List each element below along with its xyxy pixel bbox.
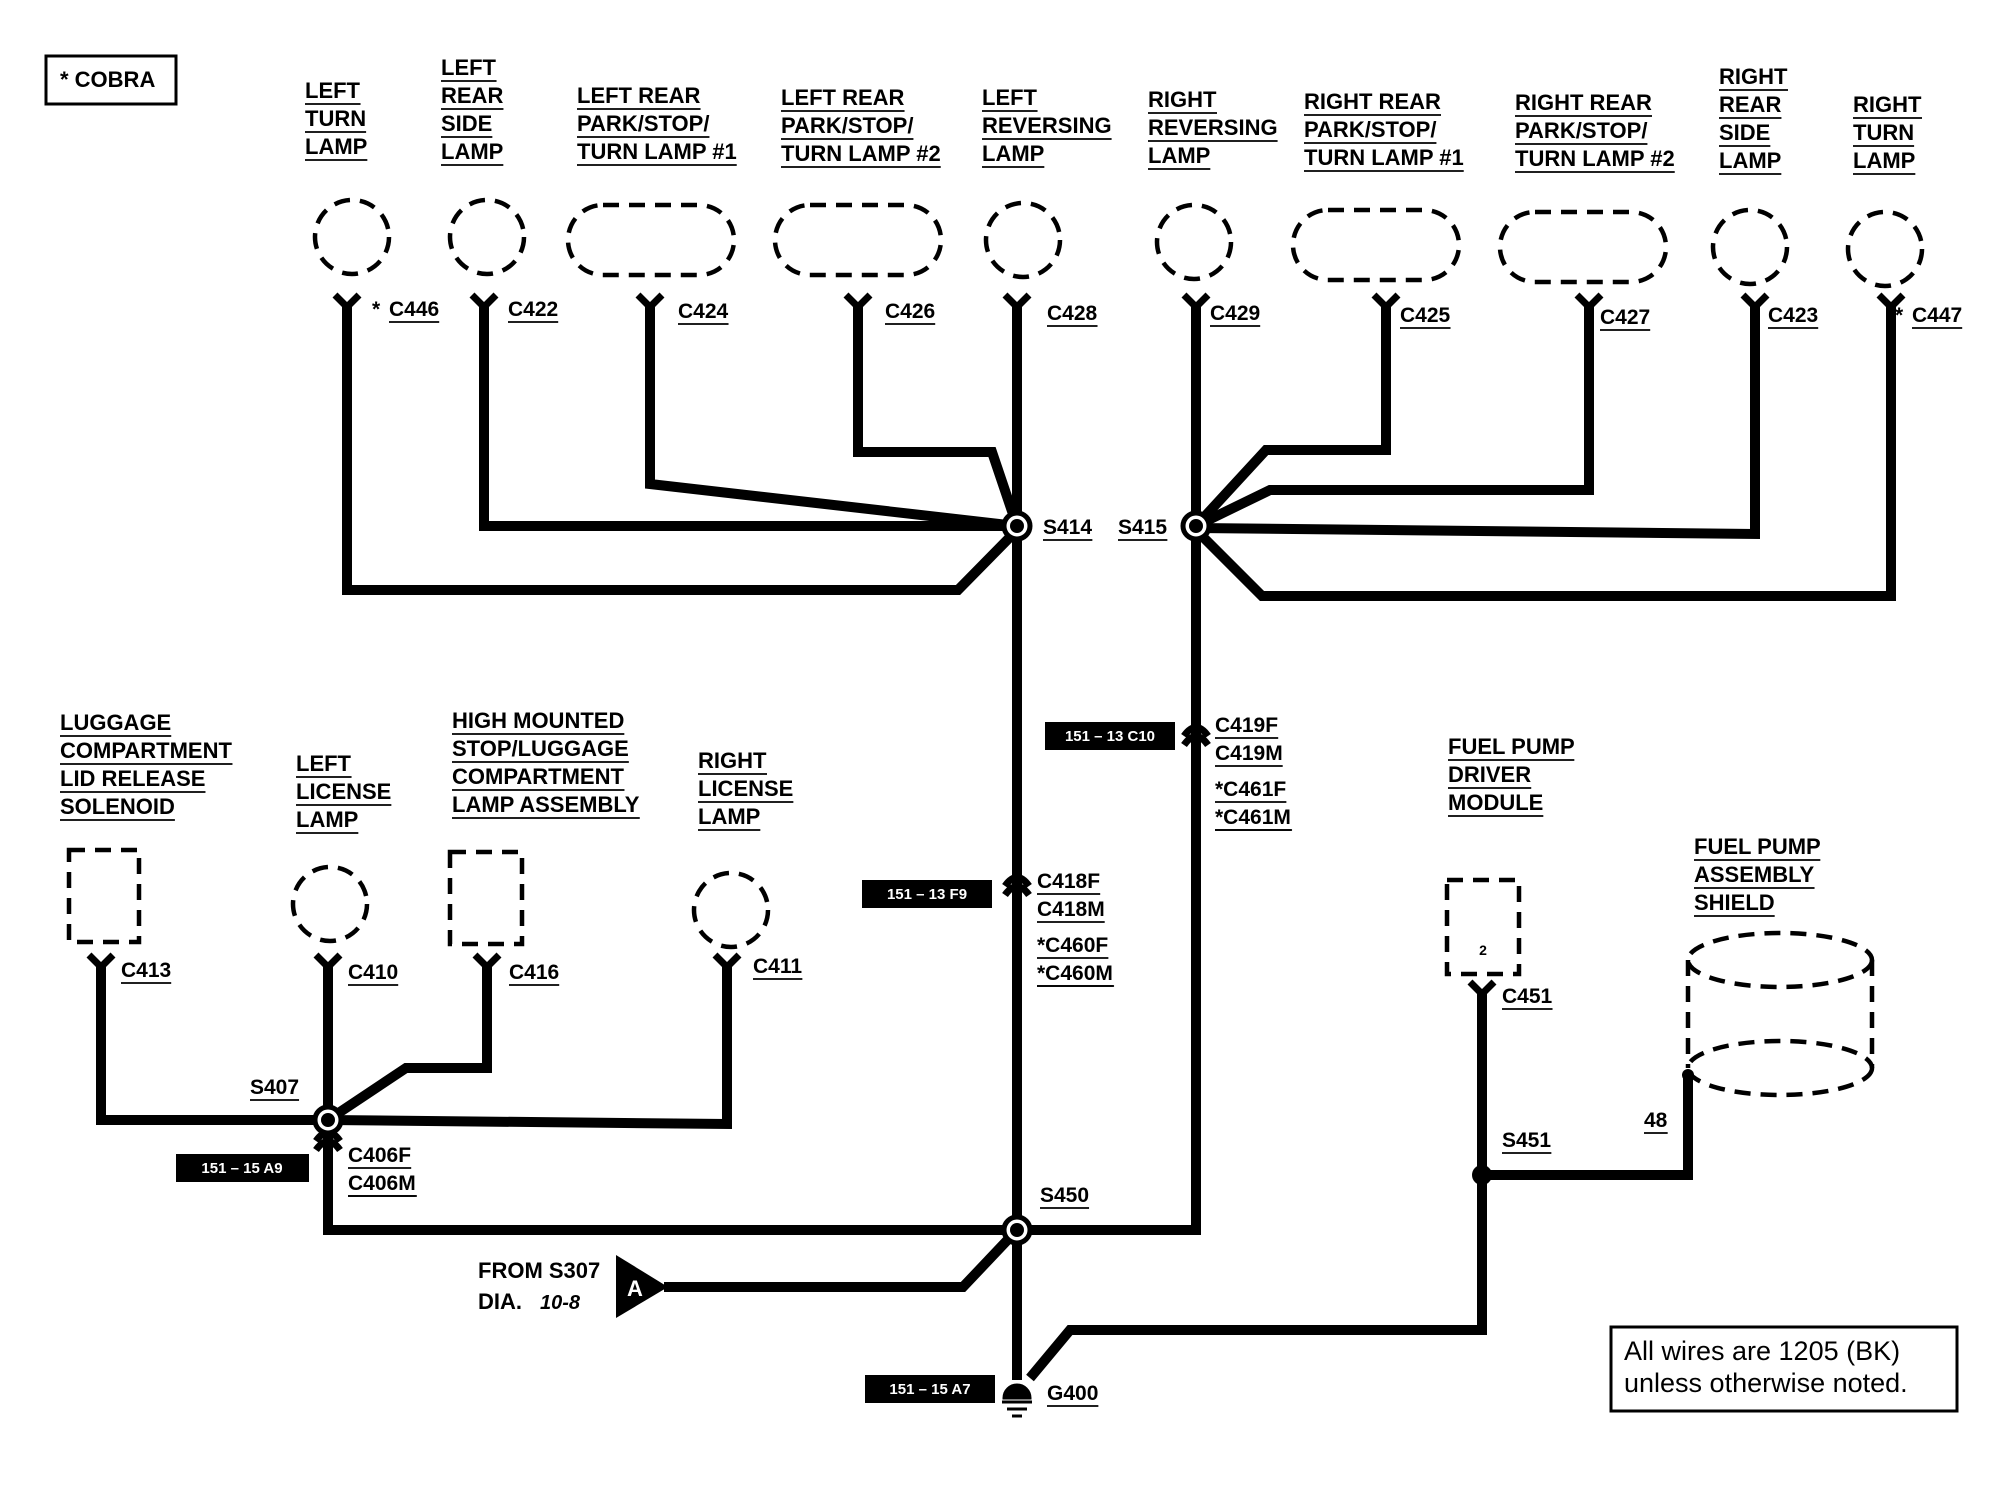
connector-c419: C419F C419M *C461F *C461M [1215, 714, 1292, 829]
connector-c428: C428 [1047, 302, 1098, 325]
left-rear-pst1-symbol [565, 202, 737, 278]
connector-c446: C446 [389, 298, 439, 321]
svg-text:10-8: 10-8 [540, 1292, 581, 1314]
splice-s451-label: S451 [1502, 1129, 1551, 1152]
connector-c427: C427 [1600, 306, 1650, 329]
ref-tag-a9: 151 – 15 A9 [201, 1160, 282, 1177]
right-reversing-lamp-symbol [1154, 202, 1234, 282]
svg-text:unless otherwise noted.: unless otherwise noted. [1624, 1368, 1908, 1398]
left-license-lamp-symbol [290, 864, 370, 944]
reference-tags: 151 – 13 C10 151 – 13 F9 151 – 15 A9 151… [176, 722, 1175, 1403]
cobra-legend-text: * COBRA [60, 67, 155, 92]
svg-text:All wires are 1205 (BK): All wires are 1205 (BK) [1624, 1336, 1900, 1366]
left-rear-side-lamp-symbol [447, 197, 527, 277]
fuel-pump-shield-symbol [1682, 930, 1875, 1098]
connector-c418: C418F C418M *C460F *C460M [1037, 870, 1114, 985]
right-rear-side-label: RIGHT REAR SIDE LAMP [1719, 64, 1794, 173]
ground-g400-label: G400 [1047, 1382, 1098, 1405]
connector-c447: C447 [1912, 304, 1962, 327]
cobra-mark-c447: * [1895, 304, 1904, 327]
connector-c406: C406F C406M [348, 1144, 417, 1195]
high-mounted-label: HIGH MOUNTED STOP/LUGGAGE COMPARTMENT LA… [452, 708, 640, 817]
connector-c422: C422 [508, 298, 558, 321]
splice-s450-label: S450 [1040, 1184, 1089, 1207]
connector-c451: C451 [1502, 985, 1553, 1008]
right-turn-lamp-symbol [1845, 209, 1925, 289]
right-rear-pst2-symbol [1497, 209, 1669, 285]
left-reversing-label: LEFT REVERSING LAMP [982, 85, 1118, 166]
ground-icon [1002, 1383, 1032, 1418]
right-rear-pst1-label: RIGHT REAR PARK/STOP/ TURN LAMP #1 [1304, 89, 1464, 170]
left-turn-label: LEFT TURN LAMP [305, 78, 372, 159]
connector-c411: C411 [753, 955, 802, 978]
right-license-lamp-symbol [691, 870, 771, 950]
splice-s407-label: S407 [250, 1076, 299, 1099]
wires [96, 305, 1896, 1382]
fuel-pump-shield-label: FUEL PUMP ASSEMBLY SHIELD [1694, 834, 1826, 915]
splice-s414-label: S414 [1043, 516, 1092, 539]
pin-2-label: 2 [1479, 942, 1487, 958]
left-reversing-lamp-symbol [983, 200, 1063, 280]
splice-s415-label: S415 [1118, 516, 1167, 539]
component-symbols: 2 [66, 197, 1925, 1098]
connector-labels: * C446 C422 C424 C426 C428 C429 C425 C42… [121, 298, 1962, 1195]
connector-c413: C413 [121, 959, 171, 982]
ref-tag-a7: 151 – 15 A7 [889, 1381, 970, 1398]
ref-tag-c10: 151 – 13 C10 [1065, 728, 1155, 745]
left-license-label: LEFT LICENSE LAMP [296, 751, 397, 832]
cobra-legend: * COBRA [44, 54, 178, 106]
from-s307-label: FROM S307 DIA. 10-8 [478, 1258, 600, 1314]
right-rear-pst2-label: RIGHT REAR PARK/STOP/ TURN LAMP #2 [1515, 90, 1675, 171]
right-reversing-label: RIGHT REVERSING LAMP [1148, 87, 1284, 168]
circuit-48-label: 48 [1644, 1109, 1668, 1132]
arrow-a-label: A [627, 1276, 643, 1301]
connector-c410: C410 [348, 961, 398, 984]
svg-text:FROM S307: FROM S307 [478, 1258, 600, 1283]
splices [312, 510, 1492, 1246]
fuel-pump-driver-symbol [1444, 877, 1522, 977]
left-rear-side-label: LEFT REAR SIDE LAMP [441, 55, 509, 164]
left-rear-pst2-symbol [772, 202, 944, 278]
connector-c429: C429 [1210, 302, 1260, 325]
left-rear-pst1-label: LEFT REAR PARK/STOP/ TURN LAMP #1 [577, 83, 737, 164]
from-s307-arrow: A [616, 1255, 668, 1318]
svg-text:DIA.: DIA. [478, 1289, 522, 1314]
left-turn-lamp-symbol [312, 197, 392, 277]
right-turn-label: RIGHT TURN LAMP [1853, 92, 1928, 173]
luggage-solenoid-label: LUGGAGE COMPARTMENT LID RELEASE SOLENOID [60, 710, 238, 819]
ref-tag-f9: 151 – 13 F9 [887, 886, 967, 903]
high-mounted-lamp-symbol [447, 849, 525, 947]
connector-c424: C424 [678, 300, 729, 323]
wire-color-note: All wires are 1205 (BK) unless otherwise… [1609, 1325, 1959, 1413]
connector-c423: C423 [1768, 304, 1818, 327]
right-rear-side-lamp-symbol [1710, 207, 1790, 287]
connector-c416: C416 [509, 961, 559, 984]
left-rear-pst2-label: LEFT REAR PARK/STOP/ TURN LAMP #2 [781, 85, 941, 166]
right-license-label: RIGHT LICENSE LAMP [698, 748, 799, 829]
fuel-pump-driver-label: FUEL PUMP DRIVER MODULE [1448, 734, 1580, 815]
connector-c425: C425 [1400, 304, 1451, 327]
splice-s451 [1472, 1165, 1492, 1185]
splice-labels: S414 S415 S407 S450 S451 G400 48 [250, 516, 1668, 1405]
luggage-solenoid-symbol [66, 847, 142, 945]
connector-marks [86, 292, 1906, 1153]
right-rear-pst1-symbol [1290, 207, 1462, 283]
component-labels: LEFT TURN LAMP LEFT REAR SIDE LAMP LEFT … [60, 55, 1928, 915]
cobra-mark-c446: * [372, 298, 381, 321]
connector-c426: C426 [885, 300, 935, 323]
